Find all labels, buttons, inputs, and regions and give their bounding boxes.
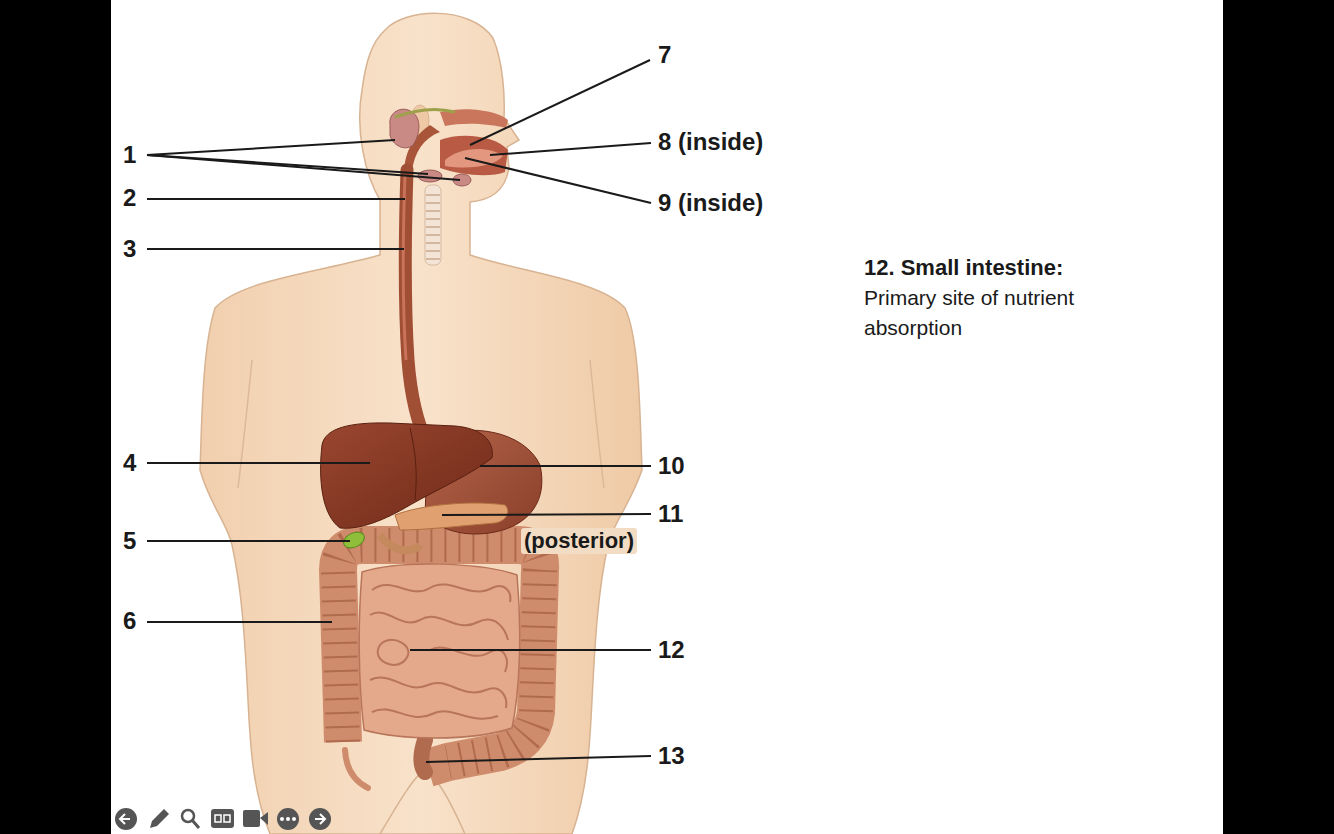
small-intestine-loops — [370, 585, 510, 719]
pancreas — [395, 503, 508, 530]
callout-number: 7 — [658, 41, 671, 70]
definition-text: Primary site of nutrient absorption — [864, 283, 1134, 343]
callout-number: 3 — [123, 235, 136, 264]
callout-number: 8 (inside) — [658, 128, 763, 157]
callout-number: 11 — [658, 500, 683, 529]
callout-number: 10 — [658, 452, 685, 481]
callout-number: 1 — [123, 141, 136, 170]
oral-cavity — [440, 136, 508, 176]
small-intestine — [359, 564, 520, 738]
rectum — [421, 740, 425, 772]
callout-number: 4 — [123, 449, 136, 478]
player-toolbar — [115, 808, 331, 830]
arm-line — [238, 360, 252, 488]
callout-number: 5 — [123, 527, 136, 556]
trachea — [425, 185, 441, 265]
callout-number: 9 (inside) — [658, 189, 763, 218]
definition-heading: 12. Small intestine: — [864, 255, 1063, 281]
location-note: (posterior) — [521, 528, 637, 554]
callout-number: 12 — [658, 636, 685, 665]
esophagus — [405, 170, 428, 445]
trachea-rings — [426, 195, 440, 259]
esophagus-highlight — [403, 175, 406, 360]
liver-ligament — [410, 428, 416, 500]
callout-number: 2 — [123, 184, 136, 213]
salivary-duct — [395, 109, 455, 117]
appendix — [345, 750, 368, 788]
leader-lines — [147, 60, 651, 762]
haustra — [338, 545, 540, 762]
liver — [321, 423, 493, 528]
large-intestine — [338, 545, 540, 768]
callout-number: 6 — [123, 607, 136, 636]
body-silhouette — [200, 13, 642, 834]
duodenum — [380, 535, 420, 550]
callout-number: 13 — [658, 742, 685, 771]
arm-line — [590, 360, 604, 488]
